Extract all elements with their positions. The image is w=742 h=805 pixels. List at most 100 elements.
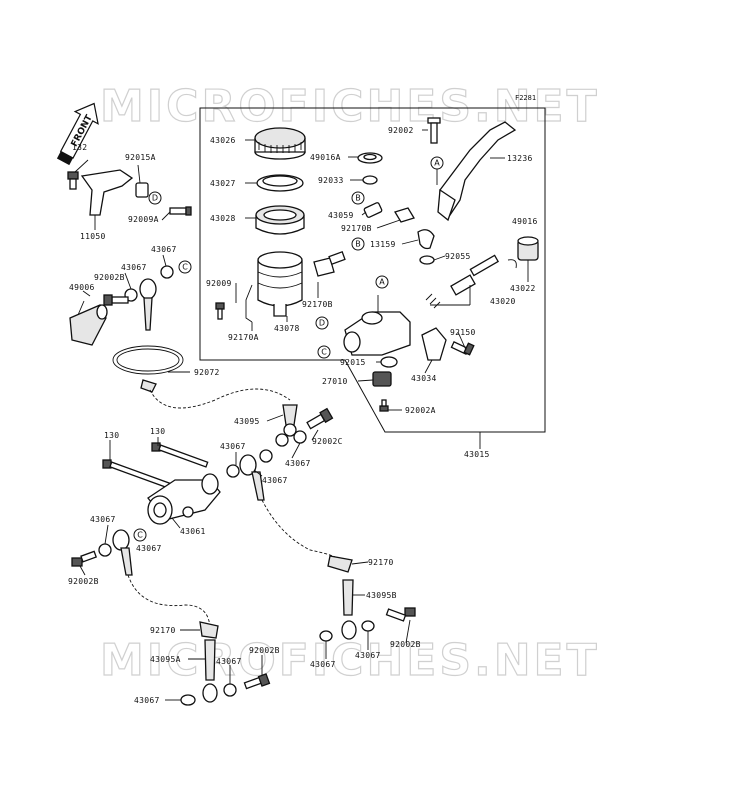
hose-fitting-92170-a — [199, 621, 219, 639]
label-13159: 13159 — [370, 240, 396, 249]
bolt-130-b — [151, 442, 209, 468]
label-92002B-d: 92002B — [249, 646, 280, 655]
svg-text:B: B — [355, 240, 361, 249]
label-92170-a: 92170 — [368, 558, 394, 567]
washer-43067-i — [180, 694, 196, 706]
switch-27010 — [372, 371, 392, 387]
label-43059: 43059 — [328, 211, 354, 220]
label-43022: 43022 — [510, 284, 536, 293]
label-43015: 43015 — [464, 450, 490, 459]
callout-b-2: B — [351, 237, 365, 251]
label-92055: 92055 — [445, 252, 471, 261]
reservoir-body — [257, 251, 303, 317]
bolt-92150 — [450, 341, 475, 356]
hose-fitting-43095 — [282, 404, 298, 437]
clamp-92170B-mid — [313, 251, 346, 277]
svg-text:C: C — [137, 531, 143, 540]
cover-49006 — [69, 304, 108, 346]
label-43027: 43027 — [210, 179, 236, 188]
holder-43034 — [421, 327, 447, 361]
label-49016: 49016 — [512, 217, 538, 226]
label-92170A: 92170A — [228, 333, 259, 342]
watermark-bottom: MICROFICHES.NET — [100, 635, 600, 686]
washer-43067-c — [275, 433, 289, 447]
bolt-92002C — [306, 407, 334, 430]
brake-line-lower-left — [127, 574, 211, 631]
label-43067-j: 43067 — [355, 651, 381, 660]
svg-text:A: A — [434, 159, 440, 168]
label-43067-g: 43067 — [136, 544, 162, 553]
svg-text:A: A — [379, 278, 385, 287]
label-92002C: 92002C — [312, 437, 343, 446]
label-132: 132 — [72, 143, 87, 152]
label-43028: 43028 — [210, 214, 236, 223]
callout-a-mid: A — [375, 275, 389, 289]
bolt-92002B-a — [103, 294, 129, 306]
label-92015A: 92015A — [125, 153, 156, 162]
bolt-92002B-b — [71, 550, 98, 567]
svg-text:C: C — [321, 348, 327, 357]
label-43061: 43061 — [180, 527, 206, 536]
reservoir-cap — [254, 127, 306, 160]
label-43026: 43026 — [210, 136, 236, 145]
label-92170B-top: 92170B — [341, 224, 372, 233]
label-92002B-c: 92002B — [390, 640, 421, 649]
label-43067-k: 43067 — [134, 696, 160, 705]
clamp-92170A — [245, 284, 253, 323]
bolt-92002B-c — [385, 607, 416, 622]
label-92002B-a: 92002B — [94, 273, 125, 282]
bolt-92002B-d — [243, 673, 271, 690]
callout-b-1: B — [351, 191, 365, 205]
front-arrow-icon — [56, 102, 99, 166]
screw-92002A — [379, 399, 389, 412]
label-43078: 43078 — [274, 324, 300, 333]
label-11050: 11050 — [80, 232, 106, 241]
hose-fitting-43095A — [202, 639, 218, 703]
washer-43067-k — [361, 620, 375, 632]
oring-92055 — [419, 255, 435, 265]
bolt-132 — [67, 171, 79, 190]
label-43095: 43095 — [234, 417, 260, 426]
banjo-mid — [239, 454, 265, 501]
fitting-13159 — [417, 229, 435, 250]
washer-43067-e — [226, 464, 240, 478]
brake-lever-13236 — [437, 121, 517, 222]
label-43067-c: 43067 — [220, 442, 246, 451]
grommet-49016A — [357, 152, 383, 164]
svg-text:C: C — [182, 263, 188, 272]
brake-line-lower-right — [261, 499, 341, 561]
label-92170B-mid: 92170B — [302, 300, 333, 309]
clip-92170B-top — [394, 207, 415, 223]
hose-fitting-92170-b — [327, 555, 353, 573]
hose-fitting-43095B — [341, 579, 357, 640]
label-92150: 92150 — [450, 328, 476, 337]
boot-49016 — [517, 236, 539, 261]
washer-43067-g — [98, 543, 112, 557]
label-49016A: 49016A — [310, 153, 341, 162]
label-92015: 92015 — [340, 358, 366, 367]
bolt-92009 — [215, 302, 225, 320]
circlip-43022 — [507, 259, 517, 269]
label-43067-h: 43067 — [216, 657, 242, 666]
brake-line-upper — [149, 388, 291, 409]
label-92009A: 92009A — [128, 215, 159, 224]
svg-text:B: B — [355, 194, 361, 203]
label-92033: 92033 — [318, 176, 344, 185]
label-43067-b: 43067 — [121, 263, 147, 272]
label-43034: 43034 — [411, 374, 437, 383]
leader-lines — [74, 129, 529, 701]
circlip-92033 — [362, 175, 378, 185]
label-130-b: 130 — [150, 427, 165, 436]
label-92002B-b: 92002B — [68, 577, 99, 586]
svg-text:D: D — [319, 319, 325, 328]
label-43067-d: 43067 — [285, 459, 311, 468]
callout-d-res: D — [315, 316, 329, 330]
pivot-bolt-92002 — [427, 117, 441, 144]
diaphragm — [255, 205, 305, 235]
label-43067-e: 43067 — [90, 515, 116, 524]
callout-c-lower: C — [133, 528, 147, 542]
label-27010: 27010 — [322, 377, 348, 386]
watermark-top: MICROFICHES.NET — [100, 81, 600, 132]
label-92002A: 92002A — [405, 406, 436, 415]
